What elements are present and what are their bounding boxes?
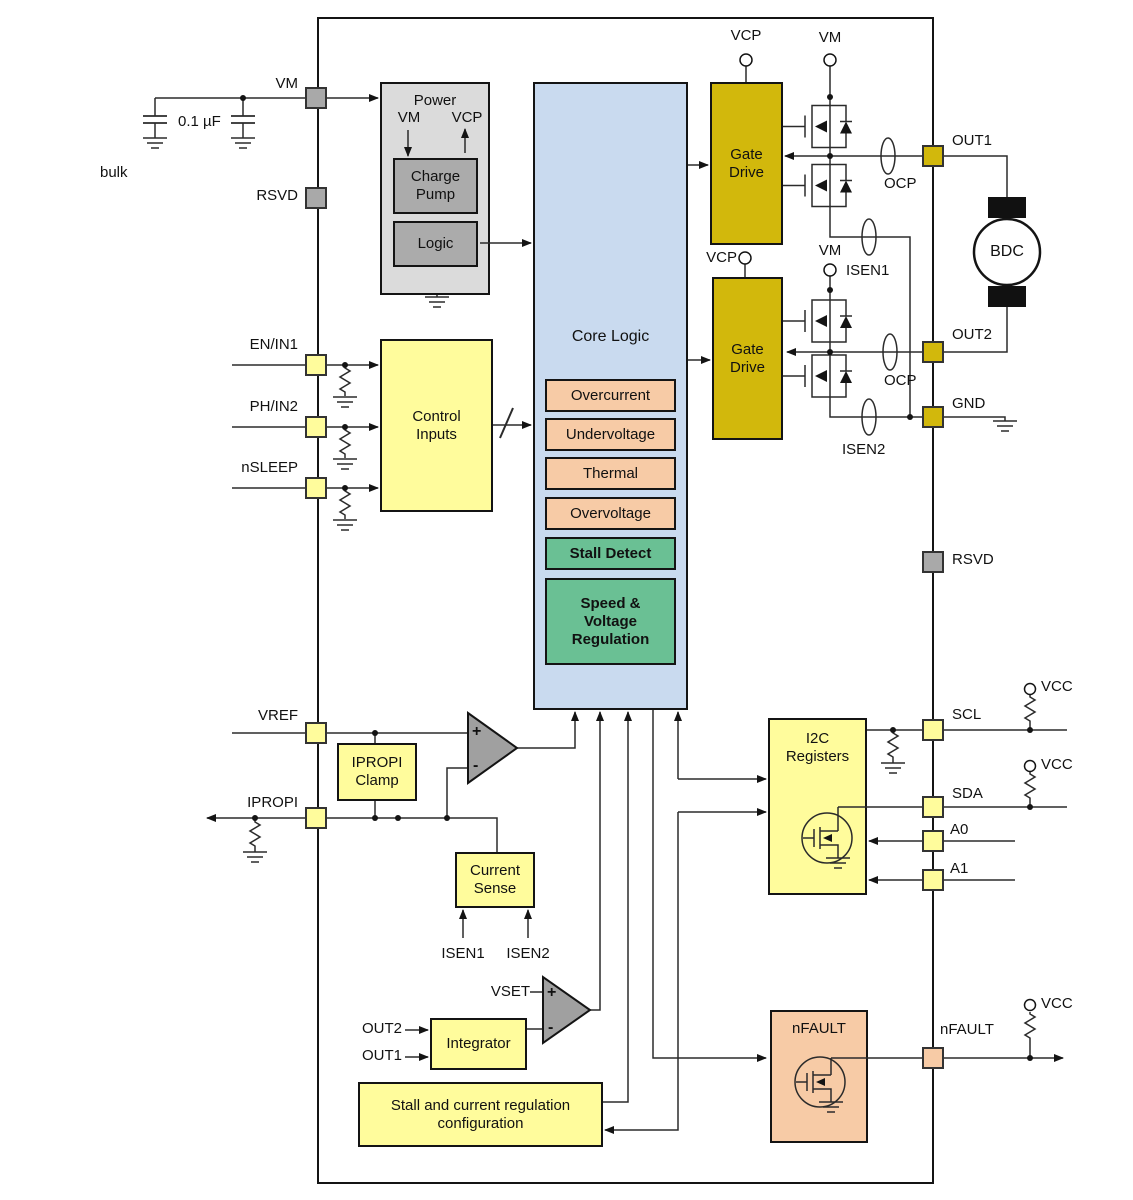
isen2-net-label: ISEN2 — [842, 441, 886, 458]
pin-out2 — [922, 341, 944, 363]
isen1-net-label: ISEN1 — [846, 262, 890, 279]
ocp-label-2: OCP — [884, 372, 917, 389]
pin-rsvd-right — [922, 551, 944, 573]
ocp-label-1: OCP — [884, 175, 917, 192]
integrator-out2-label: OUT2 — [361, 1020, 402, 1037]
pin-gnd — [922, 406, 944, 428]
pin-nsleep — [305, 477, 327, 499]
vcc-label-scl: VCC — [1041, 678, 1073, 695]
vset-comparator-plus: + — [547, 984, 557, 1001]
pin-label-en-in1: EN/IN1 — [249, 336, 298, 353]
vcp-label-1: VCP — [730, 27, 762, 44]
pin-label-a0: A0 — [950, 821, 969, 838]
pin-label-ipropi: IPROPI — [247, 794, 298, 811]
pin-sda — [922, 796, 944, 818]
pin-a0 — [922, 830, 944, 852]
pin-label-vm: VM — [275, 75, 299, 92]
vref-comparator-plus: + — [472, 723, 482, 740]
vm-label-1: VM — [818, 29, 842, 46]
vref-comparator-minus: - — [473, 757, 479, 774]
isen1-input-label: ISEN1 — [441, 945, 485, 962]
pin-vref — [305, 722, 327, 744]
pin-a1 — [922, 869, 944, 891]
pin-label-ph-in2: PH/IN2 — [249, 398, 298, 415]
cap-value-label: 0.1 µF — [178, 113, 221, 130]
pin-label-scl: SCL — [952, 706, 982, 723]
isen2-input-label: ISEN2 — [506, 945, 550, 962]
pin-out1 — [922, 145, 944, 167]
pin-label-sda: SDA — [952, 785, 983, 802]
vcc-label-sda: VCC — [1041, 756, 1073, 773]
pin-label-out1: OUT1 — [952, 132, 993, 149]
bulk-label: bulk — [100, 164, 128, 181]
bdc-label: BDC — [990, 243, 1024, 260]
pin-label-gnd: GND — [952, 395, 986, 412]
pin-en-in1 — [305, 354, 327, 376]
pin-scl — [922, 719, 944, 741]
vcp-label-2: VCP — [706, 249, 737, 266]
vcc-label-nfault: VCC — [1041, 995, 1073, 1012]
pin-nfault — [922, 1047, 944, 1069]
pin-label-rsvd-right: RSVD — [952, 551, 994, 568]
pin-label-rsvd-left: RSVD — [256, 187, 298, 204]
pin-label-out2: OUT2 — [952, 326, 993, 343]
pin-label-a1: A1 — [950, 860, 969, 877]
pin-ph-in2 — [305, 416, 327, 438]
pin-vm — [305, 87, 327, 109]
integrator-out1-label: OUT1 — [361, 1047, 402, 1064]
vset-comparator-minus: - — [548, 1019, 554, 1036]
pin-label-nfault: nFAULT — [940, 1021, 994, 1038]
vset-label: VSET — [490, 983, 530, 1000]
pin-label-vref: VREF — [257, 707, 298, 724]
pin-ipropi — [305, 807, 327, 829]
pin-label-nsleep: nSLEEP — [241, 459, 298, 476]
vm-label-2: VM — [818, 242, 842, 259]
pin-rsvd-left — [305, 187, 327, 209]
